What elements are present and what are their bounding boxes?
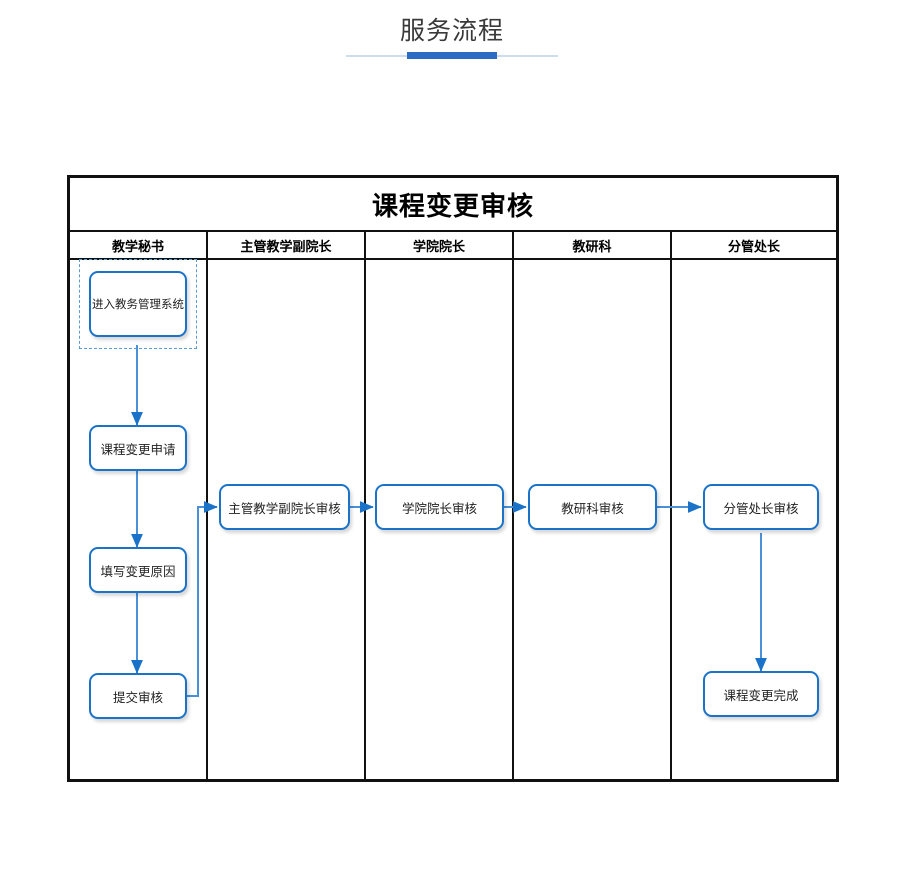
node-submit-review-label: 提交审核 xyxy=(112,690,163,705)
selection-marquee xyxy=(79,259,197,349)
lane-column-teaching-secretary xyxy=(70,260,208,779)
edge-submit-review-to-vice-dean-review xyxy=(185,501,218,697)
node-change-request-label: 课程变更申请 xyxy=(100,442,176,457)
lane-column-dean xyxy=(366,260,514,779)
lane-header-row: 教学秘书 主管教学副院长 学院院长 教研科 分管处长 xyxy=(70,232,836,260)
node-change-complete-label: 课程变更完成 xyxy=(723,688,799,703)
node-vice-dean-review[interactable]: 主管教学副院长审核 xyxy=(219,484,350,530)
node-division-head-review[interactable]: 分管处长审核 xyxy=(703,484,819,530)
lane-header-research-office: 教研科 xyxy=(514,232,672,258)
node-fill-reason[interactable]: 填写变更原因 xyxy=(89,547,187,593)
node-dean-review-label: 学院院长审核 xyxy=(401,501,477,516)
node-enter-system[interactable]: 进入教务管理系统 xyxy=(89,271,187,337)
node-research-office-review[interactable]: 教研科审核 xyxy=(528,484,657,530)
lane-header-division-head: 分管处长 xyxy=(727,238,780,254)
page-title: 服务流程 xyxy=(399,17,504,45)
lane-column-research-office xyxy=(514,260,672,779)
flowchart-title: 课程变更审核 xyxy=(70,178,836,232)
node-research-office-review-label: 教研科审核 xyxy=(561,501,624,516)
node-fill-reason-label: 填写变更原因 xyxy=(100,564,176,579)
node-submit-review[interactable]: 提交审核 xyxy=(89,673,187,719)
lane-column-vice-dean xyxy=(208,260,366,779)
node-dean-review[interactable]: 学院院长审核 xyxy=(375,484,504,530)
node-change-complete[interactable]: 课程变更完成 xyxy=(703,671,819,717)
page-header: 服务流程 xyxy=(0,0,904,90)
flow-layer: 进入教务管理系统 课程变更申请 填写变更原因 提交审核 主管教学副院长审核 学院… xyxy=(67,175,839,782)
node-enter-system-label: 进入教务管理系统 xyxy=(92,299,184,311)
connector-layer xyxy=(131,345,767,697)
lane-body xyxy=(70,260,836,779)
title-underline-accent xyxy=(407,52,497,59)
lane-header-vice-dean: 主管教学副院长 xyxy=(208,232,366,258)
node-vice-dean-review-label: 主管教学副院长审核 xyxy=(228,501,341,516)
node-division-head-review-label: 分管处长审核 xyxy=(723,501,799,516)
lane-header-dean: 学院院长 xyxy=(366,232,514,258)
node-change-request[interactable]: 课程变更申请 xyxy=(89,425,187,471)
lane-header-teaching-secretary: 教学秘书 xyxy=(70,232,208,258)
